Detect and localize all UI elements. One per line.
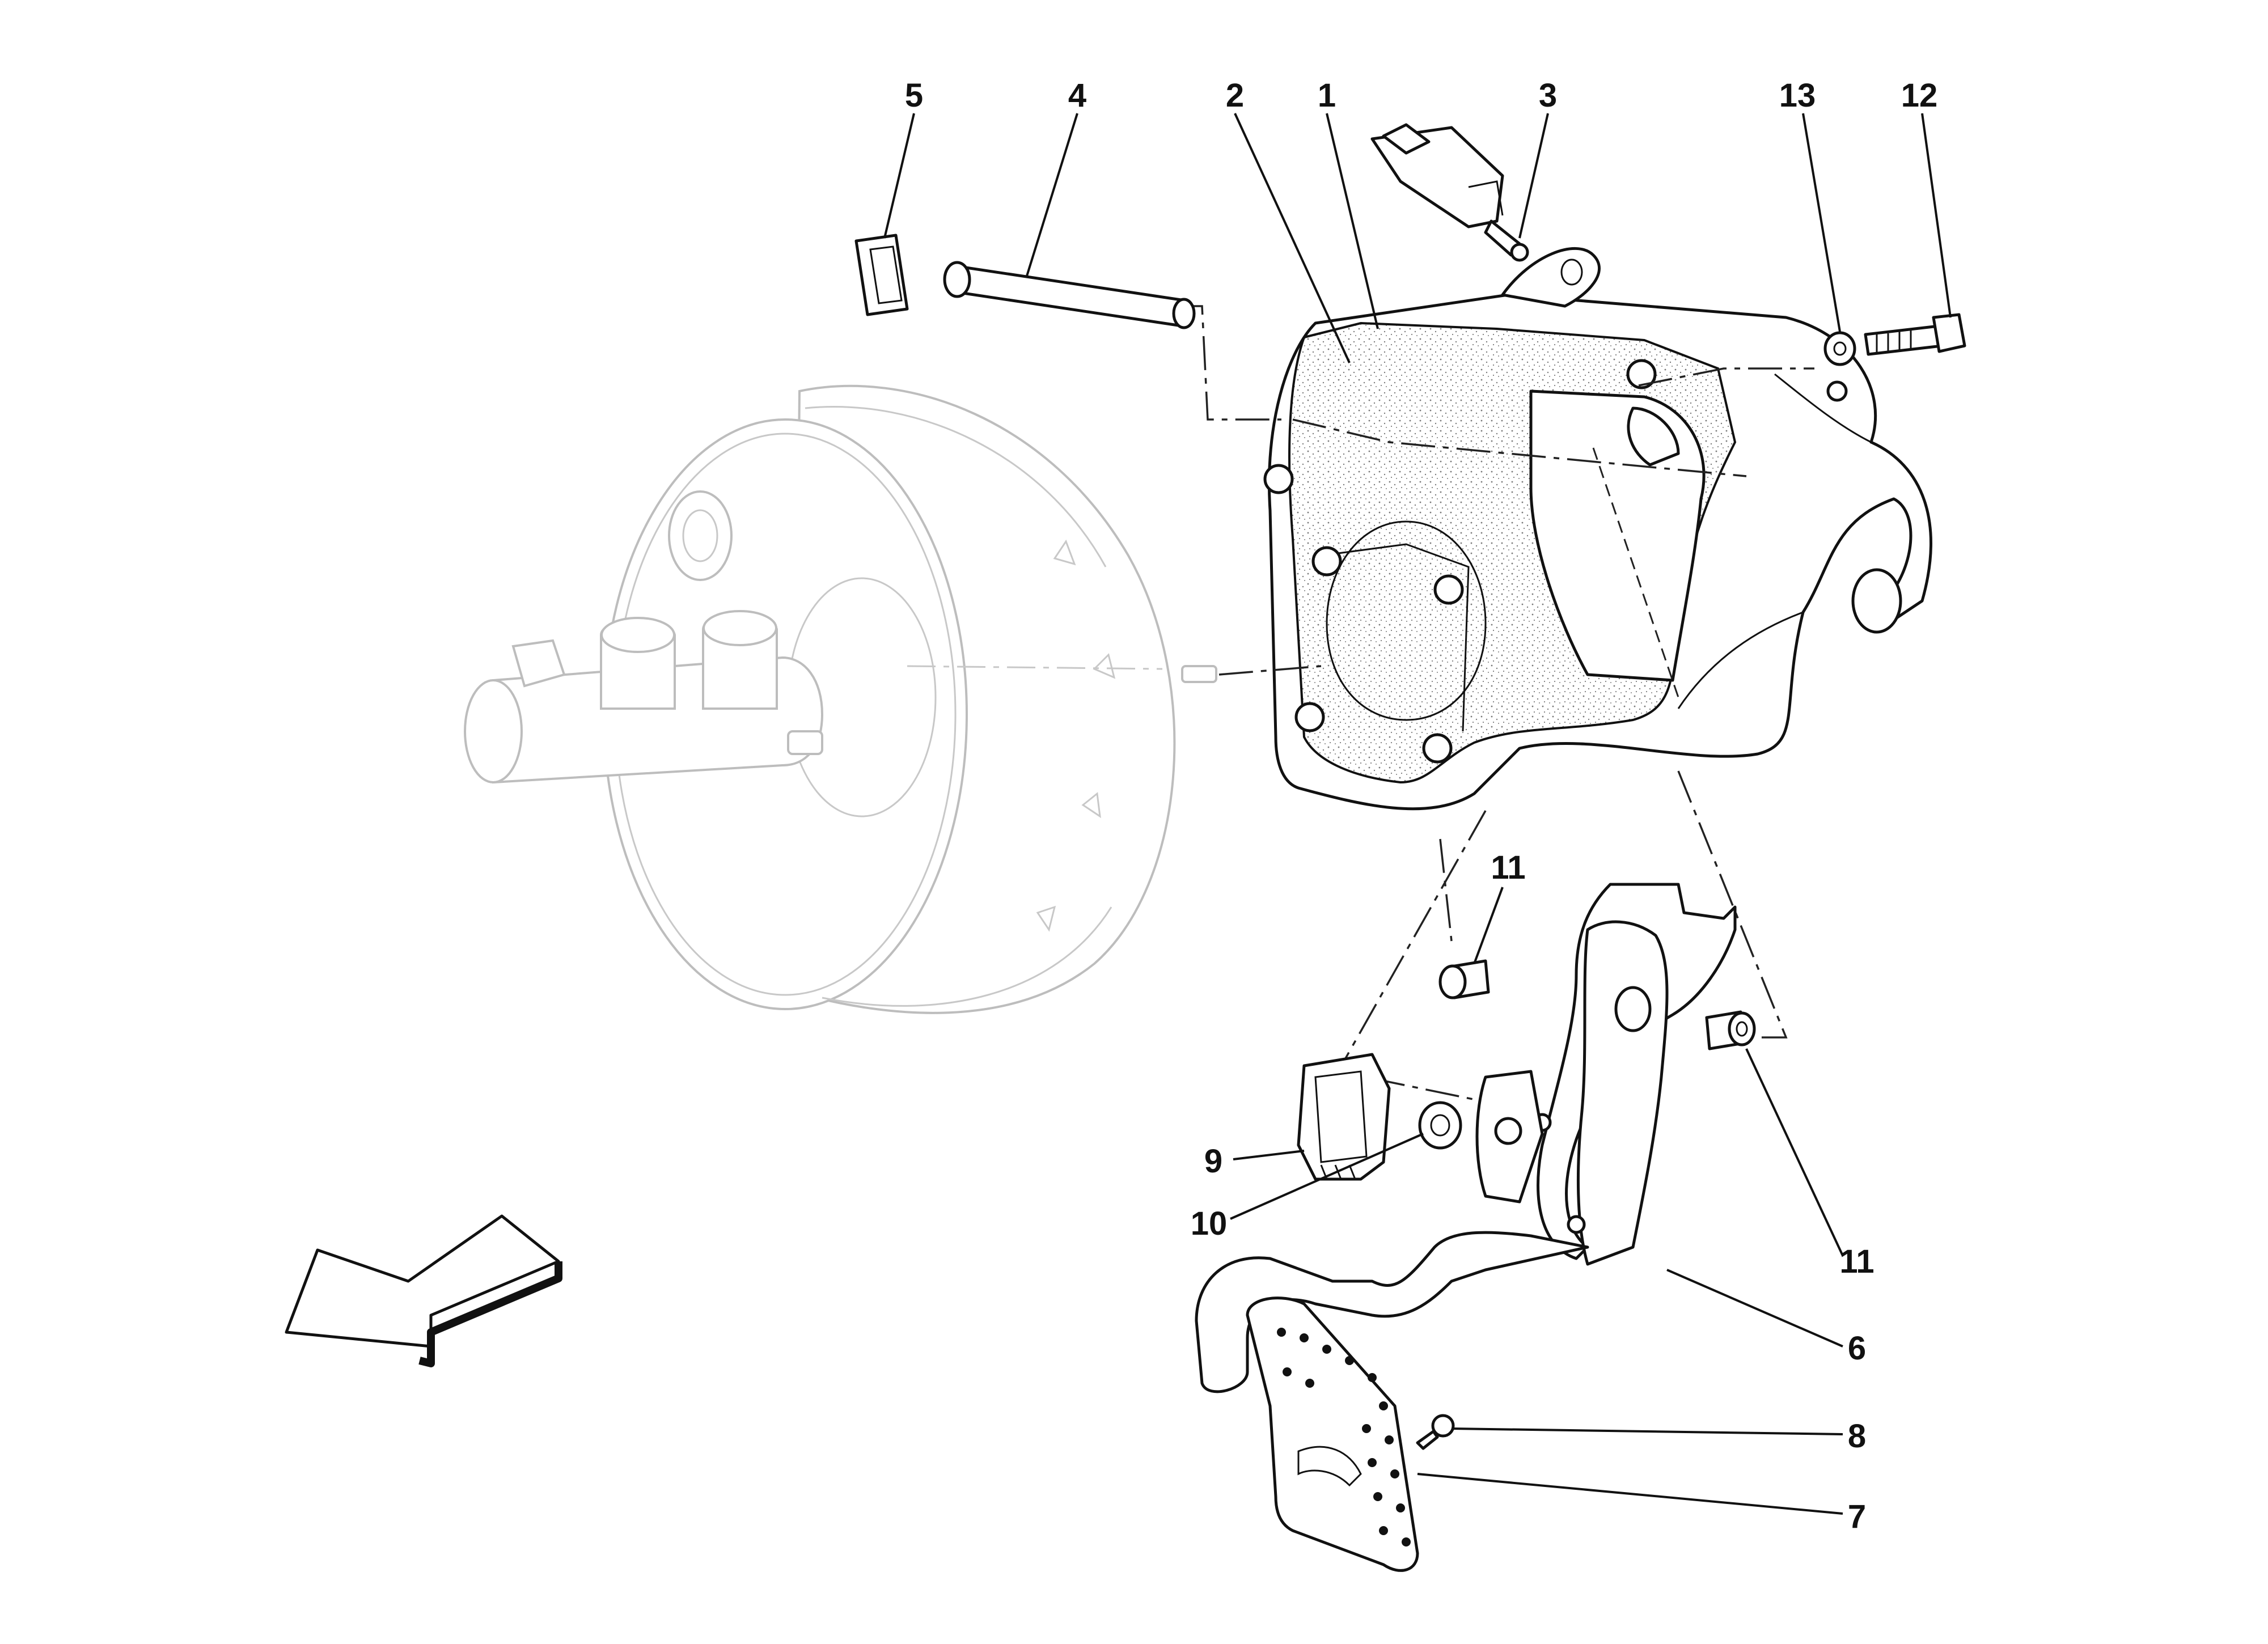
callout-4: 4 — [1068, 77, 1086, 114]
callout-3: 3 — [1539, 77, 1557, 114]
leader-lines — [883, 113, 1952, 1515]
callout-11-lower: 11 — [1839, 1243, 1874, 1280]
part-11-bushing-upper — [1438, 959, 1490, 999]
callout-7: 7 — [1848, 1498, 1866, 1535]
part-9-pushrod-clip — [1297, 1053, 1391, 1181]
callout-11-upper: 11 — [1491, 849, 1525, 886]
insulation-pad — [1263, 321, 1848, 784]
callout-labels: 5 4 2 1 3 13 12 11 9 10 11 6 8 7 — [905, 77, 1937, 1535]
part-6-brake-pedal-arm — [1195, 883, 1737, 1393]
callout-6: 6 — [1848, 1330, 1866, 1367]
part-3-brake-light-switch — [1370, 123, 1529, 262]
callout-8: 8 — [1848, 1418, 1866, 1455]
callout-12: 12 — [1901, 77, 1938, 114]
master-cylinder-ghost — [464, 610, 1217, 784]
part-12-bolt — [1864, 313, 1966, 356]
part-4-pivot-pin — [943, 261, 1196, 329]
direction-arrow-icon — [285, 1214, 562, 1367]
pedal-pad-holes — [1277, 1328, 1411, 1546]
callout-2: 2 — [1226, 77, 1244, 114]
callout-9: 9 — [1204, 1143, 1222, 1180]
part-13-washer — [1823, 331, 1856, 366]
callout-13: 13 — [1779, 77, 1816, 114]
part-7-pedal-pad — [1246, 1296, 1419, 1572]
part-5-retaining-clip — [854, 234, 909, 316]
pedal-pushrod-fork — [1475, 1070, 1544, 1204]
callout-5: 5 — [905, 77, 923, 114]
bracket-holes — [1263, 359, 1848, 764]
part-8-screw — [1416, 1414, 1455, 1450]
part-11-bushing-lower — [1705, 1010, 1756, 1050]
part-10-bushing — [1418, 1101, 1462, 1150]
callout-10: 10 — [1191, 1205, 1228, 1242]
brake-booster-ghost — [603, 384, 1176, 1014]
callout-1: 1 — [1318, 77, 1336, 114]
